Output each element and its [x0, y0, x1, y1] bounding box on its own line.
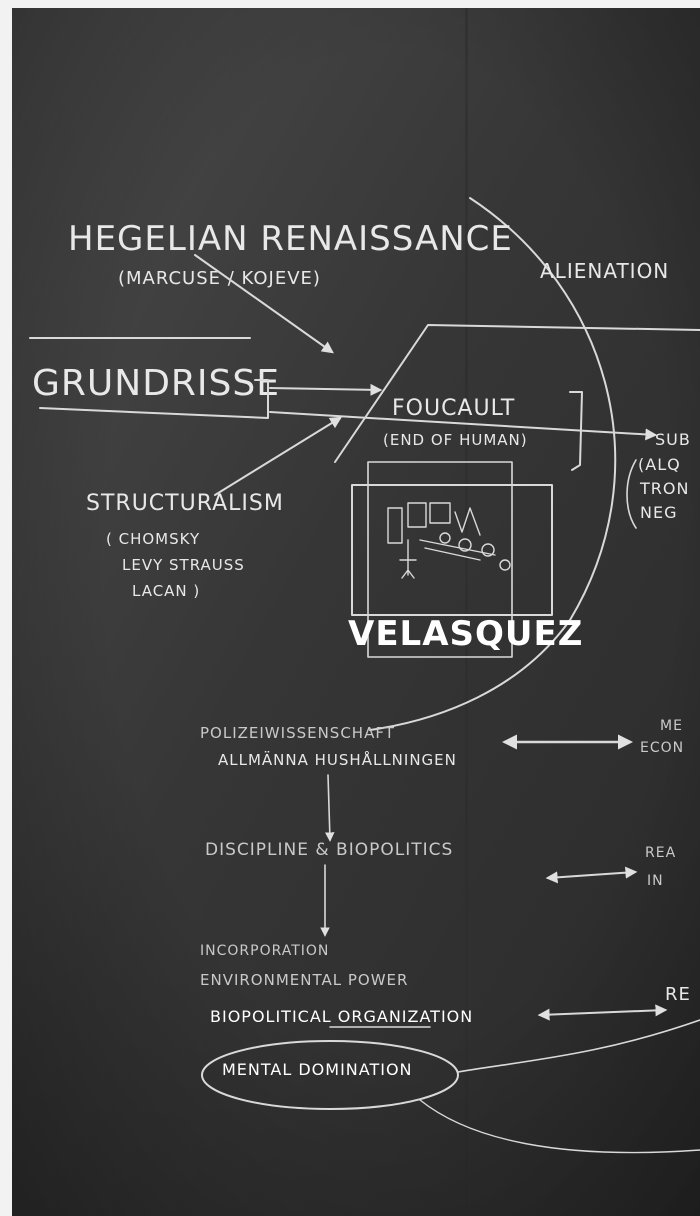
- environmental-power-label: ENVIRONMENTAL POWER: [200, 971, 408, 989]
- hegelian-arrow: [194, 254, 334, 354]
- right-neg: NEG: [640, 503, 677, 522]
- board-vignette: [12, 8, 700, 1216]
- structuralism-chomsky: ( CHOMSKY: [106, 530, 200, 548]
- bottom-loop-lower: [419, 1099, 700, 1154]
- right-in: IN: [647, 873, 664, 889]
- alienation-label: ALIENATION: [540, 259, 669, 283]
- foucault-through-line: [269, 411, 658, 441]
- right-sub: SUB: [655, 430, 691, 449]
- discipline-label: DISCIPLINE & BIOPOLITICS: [205, 840, 453, 860]
- foucault-label: FOUCAULT: [392, 396, 515, 421]
- painting-sketch: [387, 502, 511, 579]
- hegelian-title: HEGELIAN RENAISSANCE: [68, 219, 513, 259]
- structuralism-levy-strauss: LEVY STRAUSS: [122, 556, 245, 574]
- right-re: RE: [665, 984, 691, 1005]
- mental-domination-ellipse: [201, 1040, 459, 1110]
- velasquez-label: VELASQUEZ: [348, 614, 583, 654]
- right-tron: TRON: [639, 479, 689, 498]
- grundrisse-label: GRUNDRISSE: [32, 363, 280, 404]
- structuralism-lacan: LACAN ): [132, 582, 200, 600]
- foucault-frame: [334, 324, 700, 463]
- right-rea: REA: [645, 845, 676, 861]
- incorporation-label: INCORPORATION: [200, 943, 329, 959]
- discipline-double-arrow: [545, 866, 638, 884]
- bottom-loop: [457, 1019, 700, 1073]
- right-alq: (ALQ: [638, 455, 681, 474]
- right-bracket: [626, 459, 637, 529]
- biopolitical-double-arrow: [537, 1004, 668, 1021]
- structuralism-arrow: [214, 416, 343, 496]
- right-me: ME: [660, 718, 683, 734]
- mental-domination-label: MENTAL DOMINATION: [222, 1060, 413, 1079]
- polizeiwissenschaft-label: POLIZEIWISSENSCHAFT: [200, 724, 395, 742]
- hegelian-subtitle: (MARCUSE / KOJEVE): [118, 268, 321, 289]
- painting-frame-inner: [367, 461, 513, 658]
- foucault-bracket: [569, 391, 583, 471]
- allmanna-label: ALLMÄNNA HUSHÅLLNINGEN: [218, 750, 457, 769]
- painting-frame-outer: [351, 484, 553, 616]
- polizei-down-arrow: [324, 774, 335, 842]
- structuralism-label: STRUCTURALISM: [86, 491, 284, 516]
- grundrisse-arrow: [269, 383, 383, 396]
- right-econ: ECON: [640, 740, 684, 756]
- alienation-arc: [369, 197, 617, 731]
- grundrisse-bracket: [39, 379, 269, 419]
- biopolitical-organization-label: BIOPOLITICAL ORGANIZATION: [210, 1007, 473, 1026]
- foucault-subtitle: (END OF HUMAN): [383, 431, 528, 449]
